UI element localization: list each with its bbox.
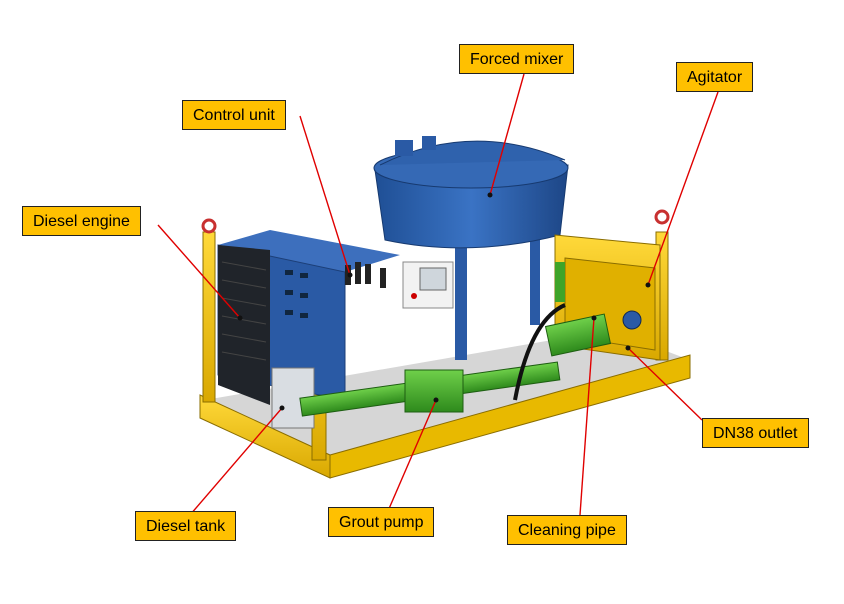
- leader-lines: [157, 73, 719, 516]
- label-diesel-engine: Diesel engine: [22, 206, 141, 236]
- control-box: [402, 261, 454, 309]
- label-grout-pump: Grout pump: [328, 507, 435, 537]
- label-cleaning-pipe: Cleaning pipe: [507, 515, 627, 545]
- forced-mixer-drum: [373, 136, 569, 360]
- label-agitator: Agitator: [676, 62, 754, 92]
- cleaning-hose: [513, 303, 566, 401]
- label-forced-mixer: Forced mixer: [459, 44, 575, 74]
- label-diesel-tank: Diesel tank: [135, 511, 237, 541]
- leader-dots: [237, 192, 651, 411]
- label-control-unit: Control unit: [182, 100, 286, 130]
- label-dn38-outlet: DN38 outlet: [702, 418, 809, 448]
